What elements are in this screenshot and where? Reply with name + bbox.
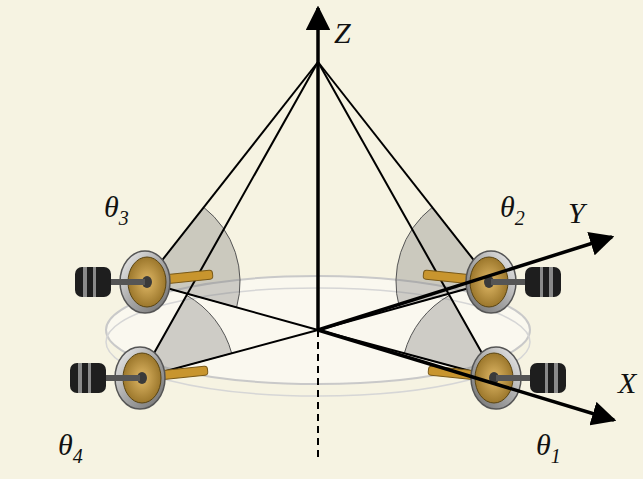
wheel-3 [75, 251, 213, 313]
axes [318, 8, 614, 458]
angle-label: θ2 [500, 192, 525, 222]
angle-label: θ1 [536, 430, 561, 460]
axis-label: Y [568, 198, 585, 228]
angle-label: θ4 [58, 430, 83, 460]
axis-label: X [618, 368, 636, 398]
axis-label: Z [334, 18, 351, 48]
wheel-4 [70, 347, 208, 409]
angle-label: θ3 [104, 192, 129, 222]
